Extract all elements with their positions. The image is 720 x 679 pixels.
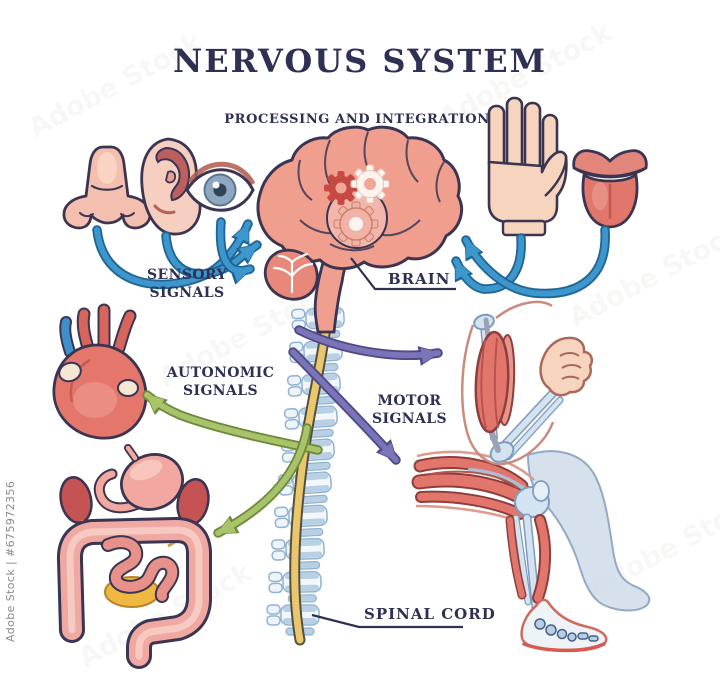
ghost-leg	[526, 450, 651, 612]
label-spinal-cord: SPINAL CORD	[364, 605, 496, 623]
spinal-cord-label-pointer	[311, 613, 463, 629]
label-sensory-signals: SENSORY SIGNALS	[147, 267, 227, 301]
tongue-icon	[572, 149, 648, 229]
sensory-arrows	[92, 217, 610, 299]
label-autonomic-signals: AUTONOMIC SIGNALS	[166, 365, 275, 399]
subtitle-processing-integration: PROCESSING AND INTEGRATION	[224, 112, 490, 127]
page-title: NERVOUS SYSTEM	[172, 42, 548, 80]
heart-icon	[52, 303, 148, 440]
kidney-left-icon	[59, 476, 93, 524]
ear-icon	[140, 137, 202, 236]
autonomic-arrows	[142, 390, 323, 538]
watermark-credit: Adobe Stock | #675972356	[4, 480, 17, 642]
leg-icon	[411, 450, 608, 653]
gear-icon	[333, 201, 379, 247]
brain-label-pointer	[350, 257, 456, 291]
gear-icon	[350, 164, 390, 204]
nose-icon	[62, 145, 152, 230]
gear-icon	[324, 171, 358, 205]
arm-icon	[460, 300, 593, 466]
brain-icon	[256, 125, 463, 334]
eye-icon	[185, 161, 256, 212]
motor-arrows	[288, 325, 443, 465]
hand-icon	[487, 96, 568, 237]
label-brain: BRAIN	[388, 270, 451, 288]
spine-icon	[266, 306, 346, 646]
label-motor-signals: MOTOR SIGNALS	[371, 393, 448, 427]
digestive-system-icon	[57, 444, 212, 669]
